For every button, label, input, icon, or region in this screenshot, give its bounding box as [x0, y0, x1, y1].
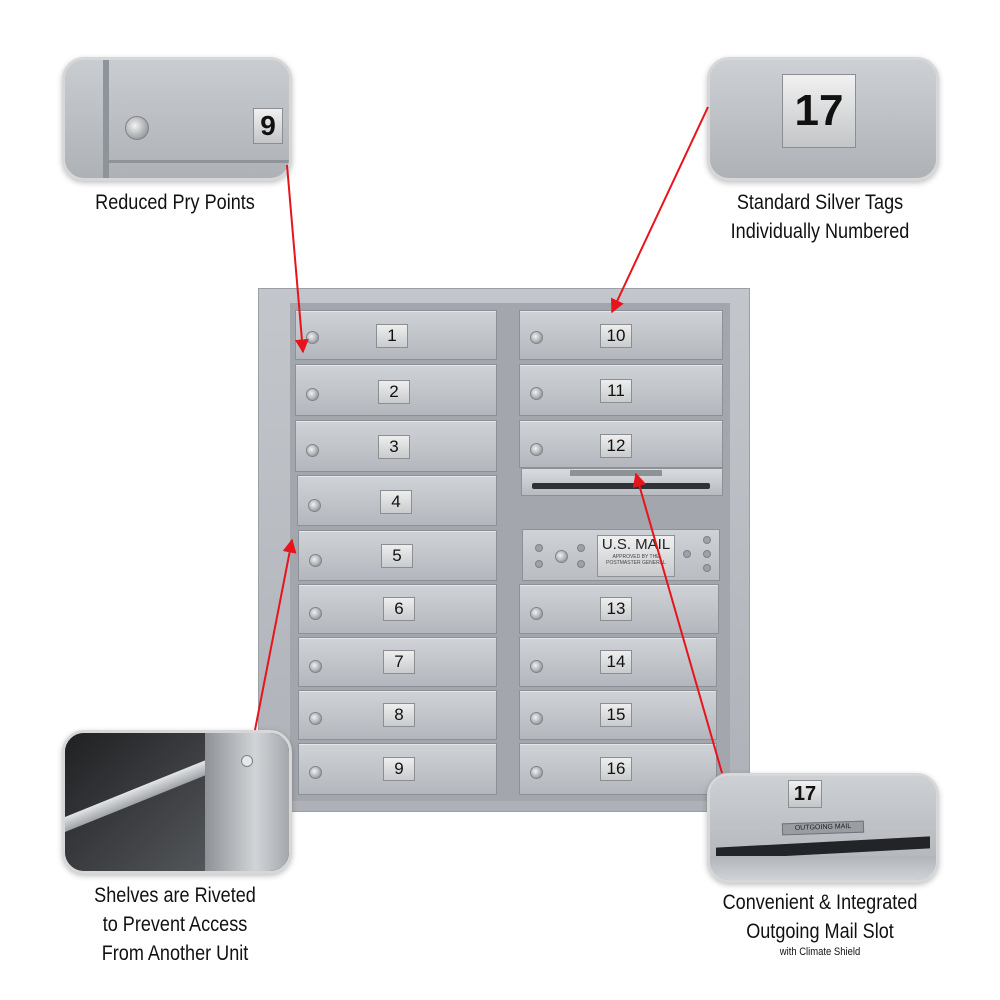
- pry-points-callout: 9: [62, 57, 292, 181]
- lock-icon: [530, 712, 543, 725]
- screw-icon: [703, 536, 711, 544]
- door-seam: [109, 160, 289, 163]
- tags-caption-line1: Standard Silver Tags: [736, 191, 904, 214]
- silver-tags-caption: Standard Silver Tags Individually Number…: [717, 188, 923, 246]
- mail-slot-caption: Convenient & Integrated Outgoing Mail Sl…: [713, 888, 928, 959]
- silver-tags-callout: 17: [707, 57, 939, 181]
- door-1[interactable]: 1: [295, 310, 497, 360]
- arrow-mail-slot: [632, 472, 723, 774]
- screw-icon: [703, 564, 711, 572]
- lock-icon: [308, 499, 321, 512]
- door-5[interactable]: 5: [298, 530, 497, 581]
- lock-closeup: [125, 116, 149, 140]
- usmail-sub2: POSTMASTER GENERAL: [606, 560, 666, 566]
- lock-icon: [309, 766, 322, 779]
- tags-caption-line2: Individually Numbered: [730, 220, 910, 243]
- lock-icon: [306, 331, 319, 344]
- door-16[interactable]: 16: [519, 743, 717, 795]
- door-15[interactable]: 15: [519, 690, 717, 740]
- slot-caption-small: with Climate Shield: [779, 946, 861, 958]
- screw-icon: [535, 560, 543, 568]
- door-tag: 2: [378, 380, 410, 404]
- screw-icon: [577, 544, 585, 552]
- arrow-silver-tags: [611, 106, 709, 314]
- door-8[interactable]: 8: [298, 690, 497, 740]
- mail-slot-callout: 17 OUTGOING MAIL: [707, 773, 939, 883]
- lock-icon: [530, 387, 543, 400]
- closeup-tag-17: 17: [782, 74, 856, 148]
- door-9[interactable]: 9: [298, 743, 497, 795]
- arrow-shelves: [254, 538, 297, 731]
- slot-shield: [710, 856, 936, 880]
- usmail-plate: U.S. MAIL APPROVED BY THE POSTMASTER GEN…: [597, 535, 675, 577]
- lock-icon: [530, 331, 543, 344]
- door-3[interactable]: 3: [295, 420, 497, 472]
- lock-icon: [555, 550, 568, 563]
- door-2[interactable]: 2: [295, 364, 497, 416]
- lock-icon: [309, 712, 322, 725]
- door-7[interactable]: 7: [298, 637, 497, 687]
- door-tag: 14: [600, 650, 632, 674]
- parcel-locker-usmail-panel[interactable]: U.S. MAIL APPROVED BY THE POSTMASTER GEN…: [522, 529, 720, 581]
- slot-label-plate: [570, 470, 662, 476]
- door-tag: 12: [600, 434, 632, 458]
- door-4[interactable]: 4: [297, 475, 497, 526]
- lock-icon: [309, 554, 322, 567]
- door-tag: 9: [383, 757, 415, 781]
- door-10[interactable]: 10: [519, 310, 723, 360]
- outgoing-mail-slot[interactable]: [521, 468, 723, 496]
- rivet-icon: [241, 755, 253, 767]
- door-tag: 11: [600, 379, 632, 403]
- door-tag: 8: [383, 703, 415, 727]
- shelves-caption-line2: to Prevent Access: [102, 913, 248, 936]
- door-13[interactable]: 13: [519, 584, 719, 634]
- shelves-caption-line1: Shelves are Riveted: [94, 884, 256, 907]
- lock-icon: [306, 444, 319, 457]
- shelves-callout: [62, 730, 292, 874]
- door-tag: 16: [600, 757, 632, 781]
- door-tag: 3: [378, 435, 410, 459]
- door-tag: 5: [381, 544, 413, 568]
- screw-icon: [535, 544, 543, 552]
- door-edge: [103, 60, 109, 178]
- pry-points-caption: Reduced Pry Points: [76, 188, 274, 217]
- lock-icon: [309, 607, 322, 620]
- pry-caption-text: Reduced Pry Points: [95, 191, 255, 214]
- lock-icon: [530, 443, 543, 456]
- door-closeup: [65, 60, 289, 178]
- lock-icon: [530, 660, 543, 673]
- slot-caption-line2: Outgoing Mail Slot: [746, 920, 894, 943]
- screw-icon: [577, 560, 585, 568]
- door-tag: 6: [383, 597, 415, 621]
- lock-icon: [306, 388, 319, 401]
- door-11[interactable]: 11: [519, 364, 723, 416]
- screw-icon: [683, 550, 691, 558]
- door-tag: 13: [600, 597, 632, 621]
- screw-icon: [703, 550, 711, 558]
- door-6[interactable]: 6: [298, 584, 497, 634]
- lock-icon: [530, 607, 543, 620]
- shelves-caption: Shelves are Riveted to Prevent Access Fr…: [76, 881, 274, 968]
- door-12[interactable]: 12: [519, 420, 723, 468]
- door-tag: 1: [376, 324, 408, 348]
- slot-opening: [532, 483, 710, 489]
- usmail-sub1: APPROVED BY THE: [612, 554, 660, 560]
- closeup-tag-17-small: 17: [788, 780, 822, 808]
- shelf-interior-dark: [65, 733, 215, 871]
- door-14[interactable]: 14: [519, 637, 717, 687]
- door-tag: 7: [383, 650, 415, 674]
- usmail-title: U.S. MAIL: [601, 536, 671, 553]
- shelves-caption-line3: From Another Unit: [101, 942, 249, 965]
- slot-caption-line1: Convenient & Integrated: [722, 891, 918, 914]
- door-tag: 10: [600, 324, 632, 348]
- lock-icon: [530, 766, 543, 779]
- door-tag: 15: [600, 703, 632, 727]
- door-tag: 4: [380, 490, 412, 514]
- lock-icon: [309, 660, 322, 673]
- arrow-pry-points: [286, 164, 309, 354]
- closeup-tag: 9: [253, 108, 283, 144]
